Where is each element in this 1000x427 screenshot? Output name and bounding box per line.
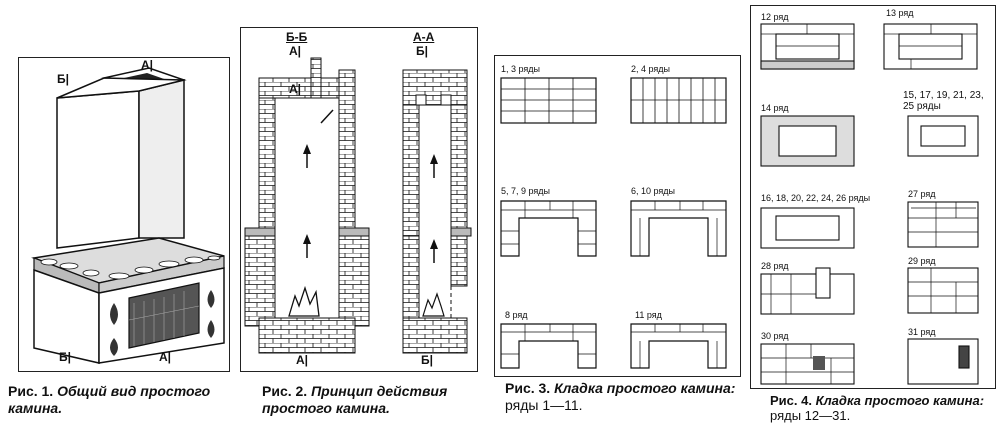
fig3-caption-num: Рис. 3. (505, 380, 551, 396)
fig1-caption-num: Рис. 1. (8, 383, 54, 399)
fig2-section-aa-title: А-А (413, 30, 435, 44)
fig4-rows-drawing (760, 23, 979, 385)
fig4-row-label: 15, 17, 19, 21, 23, 25 ряды (903, 90, 984, 112)
fig4-row-label: 12 ряд (761, 12, 789, 22)
fig2-section-bb-title: Б-Б (286, 30, 308, 44)
fig2-caption-num: Рис. 2. (262, 383, 308, 399)
fig4-row-label: 29 ряд (908, 256, 936, 266)
fig3-caption-rest: ряды 1—11. (505, 397, 583, 413)
fig2-label-b-bottom: Б| (421, 353, 433, 367)
fig2-label-a-top: А| (289, 44, 302, 58)
fig4-row-label: 16, 18, 20, 22, 24, 26 ряды (761, 193, 871, 203)
fig2-panel: Б-Б А-А А| Б| А| А| Б| (240, 27, 478, 372)
fig4-row-label: 27 ряд (908, 189, 936, 199)
fig4-row-label: 14 ряд (761, 103, 789, 113)
fig2-caption: Рис. 2. Принцип действия простого камина… (262, 383, 482, 417)
fig3-rows-drawing (500, 77, 727, 369)
fig1-caption: Рис. 1. Общий вид простого камина. (8, 383, 238, 417)
fig1-label-b-bottom: Б| (59, 350, 71, 364)
fig1-label-a-bottom: А| (159, 350, 172, 364)
fig2-label-b-top: Б| (416, 44, 428, 58)
fig3-caption: Рис. 3. Кладка простого камина: ряды 1—1… (505, 380, 740, 414)
fig4-row-label: 13 ряд (886, 8, 914, 18)
fig4-caption-rest: ряды 12—31. (770, 408, 851, 423)
fig4-caption-title: Кладка простого камина: (815, 393, 985, 408)
fig1-label-b-top: Б| (57, 72, 69, 86)
fig3-row-label: 2, 4 ряды (631, 64, 671, 74)
fig1-caption-title: Общий вид простого камина. (8, 383, 211, 416)
fig2-label-a-mid: А| (289, 82, 302, 96)
fig1-label-a-top: А| (141, 58, 154, 72)
fig3-row-label: 1, 3 ряды (501, 64, 541, 74)
fig4-row-label: 31 ряд (908, 327, 936, 337)
fig1-fireplace-drawing (31, 67, 225, 364)
fig3-row-label: 11 ряд (635, 310, 662, 320)
fig4-row-label: 28 ряд (761, 261, 789, 271)
fig2-label-a-bottom: А| (296, 353, 309, 367)
fig4-row-label: 30 ряд (761, 331, 789, 341)
fig4-panel: 12 ряд 13 ряд 14 ряд 15, 17, 19, 21, 23,… (750, 5, 996, 389)
fig3-row-label: 6, 10 ряды (631, 186, 676, 196)
fig3-row-label: 5, 7, 9 ряды (501, 186, 551, 196)
fig4-caption: Рис. 4. Кладка простого камина: ряды 12—… (770, 393, 995, 423)
fig3-row-label: 8 ряд (505, 310, 528, 320)
fig2-caption-title: Принцип действия простого камина. (262, 383, 448, 416)
fig2-section-drawing (244, 57, 472, 354)
fig3-caption-title: Кладка простого камина: (554, 380, 736, 396)
fig1-panel: Б| А| Б| А| (18, 57, 230, 372)
fig3-panel: 1, 3 ряды 2, 4 ряды 5, 7, 9 ряды 6, 10 р… (494, 55, 741, 377)
fig4-caption-num: Рис. 4. (770, 393, 812, 408)
